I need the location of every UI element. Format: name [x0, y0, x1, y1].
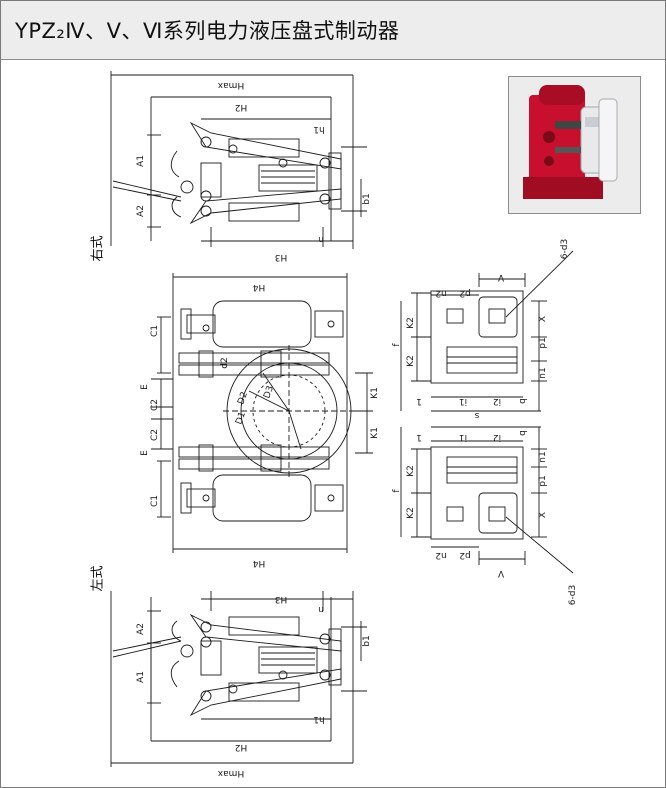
title-bar: YPZ₂Ⅳ、Ⅴ、Ⅵ系列电力液压盘式制动器	[1, 1, 665, 60]
dim-h4-bottom: H4	[252, 558, 265, 568]
dim-f-bottom: f	[392, 489, 402, 493]
dim-d2-small: d2	[220, 357, 230, 368]
dim-a2-bottom: A2	[136, 623, 146, 635]
dim-n1-bottom: n1	[538, 451, 548, 462]
dim-a1-top: A1	[136, 155, 146, 167]
base-plate-top	[400, 250, 574, 412]
dim-p1-top: p1	[538, 337, 548, 348]
dim-c1-bottom: C1	[150, 495, 160, 507]
dim-k1-bottom: K1	[370, 427, 380, 439]
dim-k2a-bottom: K2	[406, 465, 416, 477]
dim-b1-bottom: b1	[362, 635, 372, 646]
dim-one-top: 1	[416, 396, 422, 406]
page-title: YPZ₂Ⅳ、Ⅴ、Ⅵ系列电力液压盘式制动器	[15, 19, 400, 43]
dim-i1-top: i1	[459, 396, 467, 406]
dim-p1-bottom: p1	[538, 475, 548, 486]
dim-h2-bottom: H2	[235, 742, 248, 752]
dim-k2b-bottom: K2	[406, 507, 416, 519]
dim-s-top: s	[474, 410, 479, 420]
dim-a1-bottom: A1	[136, 671, 146, 683]
product-photo	[508, 76, 641, 214]
dim-q-top: q	[518, 398, 528, 404]
dim-6d3-top: 6-d3	[560, 239, 570, 259]
dim-x-top: X	[538, 316, 548, 322]
dim-p2-bottom: p2	[459, 550, 470, 560]
dim-c2-top: C2	[150, 399, 160, 411]
dim-h1-top: h1	[313, 124, 324, 134]
dim-n2-bottom: n2	[435, 550, 446, 560]
dim-d2: D2	[236, 391, 250, 406]
dim-h3-bottom: H3	[275, 594, 288, 604]
dim-hmax-top: Hmax	[217, 80, 244, 90]
dim-c1-top: C1	[150, 325, 160, 337]
dim-i1-bottom: i1	[459, 432, 467, 442]
dim-one-bottom: 1	[416, 432, 422, 442]
dim-b1-top: b1	[362, 193, 372, 204]
dim-n2-top: n2	[435, 288, 446, 298]
dim-d3: D3	[262, 385, 276, 400]
brake-product-image	[509, 77, 640, 213]
dim-n1-top: n1	[538, 367, 548, 378]
dim-e-bottom: E	[140, 450, 150, 456]
dim-h2-top: H2	[235, 102, 248, 112]
dim-p2-top: p2	[459, 288, 470, 298]
dim-6d3-bottom: 6-d3	[568, 585, 578, 605]
dim-h1-bottom: h1	[313, 714, 324, 724]
dim-n-top: n	[318, 234, 324, 244]
dim-e-top: E	[140, 384, 150, 390]
dim-d1: D1	[234, 411, 248, 426]
technical-drawing: Hmax H2 h1 A1 A2 b1 n H3 H4 C1 d2 E C2 D…	[110, 71, 578, 778]
dim-q-bottom: q	[518, 430, 528, 436]
top-side-view	[110, 71, 367, 249]
bottom-side-view	[110, 591, 367, 767]
dim-h3-top: H3	[275, 252, 288, 262]
dim-i2-bottom: i2	[493, 432, 501, 442]
dim-n-bottom: n	[318, 604, 324, 614]
dim-hmax-bottom: Hmax	[217, 768, 244, 778]
dim-k2a-top: K2	[406, 317, 416, 329]
dim-h4-top: H4	[252, 282, 265, 292]
dim-v-bottom: V	[497, 568, 504, 578]
dim-x-bottom: X	[538, 512, 548, 518]
middle-top-view	[151, 273, 373, 553]
dim-a2-top: A2	[136, 205, 146, 217]
base-plate-bottom	[400, 426, 574, 574]
dim-v-top: V	[497, 272, 504, 282]
dim-k1-top: K1	[370, 387, 380, 399]
dim-c2-bottom: C2	[150, 429, 160, 441]
dim-f-top: f	[392, 343, 402, 347]
dim-k2b-top: K2	[406, 355, 416, 367]
dim-i2-top: i2	[493, 396, 501, 406]
